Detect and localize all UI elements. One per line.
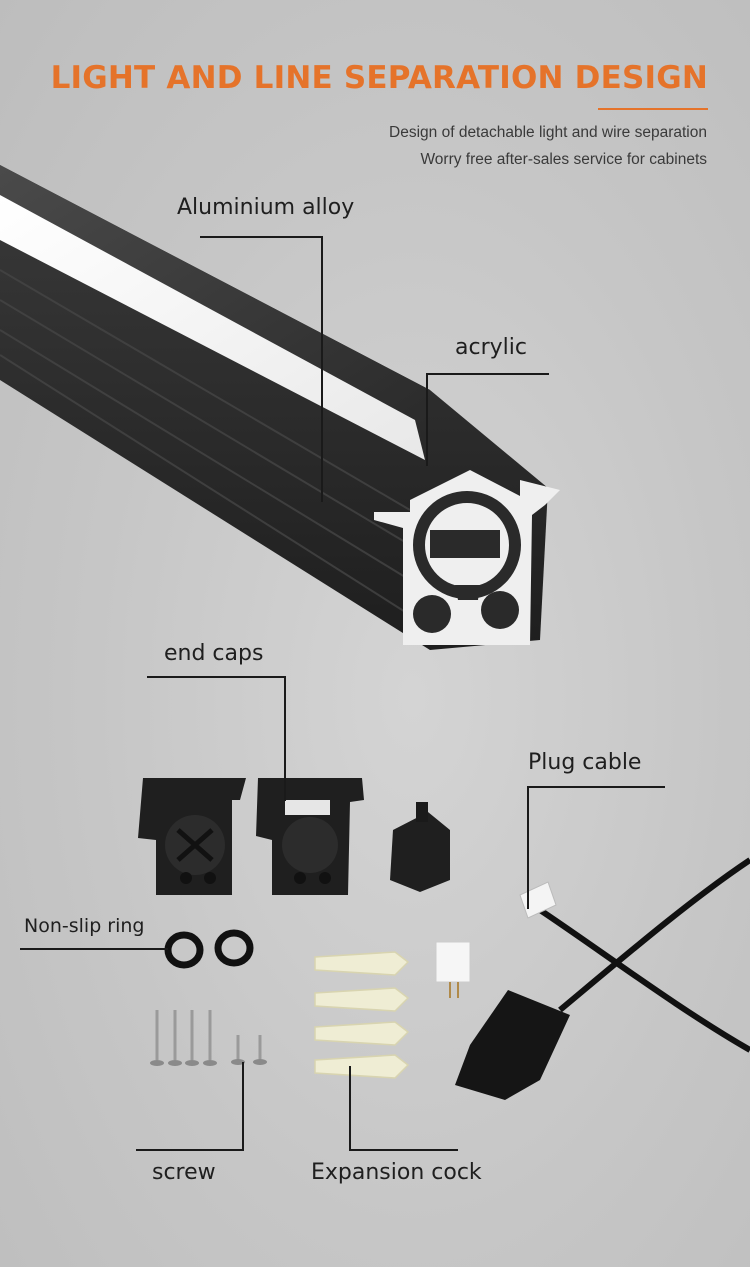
label-expansion-cock: Expansion cock [311,1160,482,1185]
label-plug-cable: Plug cable [528,750,642,775]
aluminium-profile [0,165,560,650]
page-title: LIGHT AND LINE SEPARATION DESIGN [50,60,708,96]
label-aluminium-alloy: Aluminium alloy [177,195,355,220]
end-caps [138,778,450,895]
leader-screw-h [136,1149,244,1151]
leader-screw-v [242,1062,244,1151]
label-non-slip-ring: Non-slip ring [24,915,145,937]
label-end-caps: end caps [164,641,264,666]
leader-aluminium-v [321,236,323,502]
leader-acrylic-v [426,373,428,466]
acrylic-diffuser [0,195,425,460]
label-screw: screw [152,1160,216,1185]
leader-non-slip-ring [20,948,168,950]
subtitle-line-1: Design of detachable light and wire sepa… [389,124,707,141]
leader-acrylic-h [426,373,549,375]
title-underline [598,108,708,110]
leader-plug-cable-v [527,786,529,909]
leader-aluminium-h [200,236,322,238]
leader-expansion-v [349,1066,351,1151]
label-acrylic: acrylic [455,335,527,360]
leader-end-caps-h [147,676,285,678]
leader-expansion-h [349,1149,458,1151]
plug-cable [455,857,750,1100]
subtitle-line-2: Worry free after-sales service for cabin… [420,151,707,168]
leader-end-caps-v [284,676,286,801]
expansion-anchors [314,951,410,1079]
leader-plug-cable-h [527,786,665,788]
connector [435,941,471,998]
screws [150,1010,267,1066]
non-slip-rings [164,929,254,969]
